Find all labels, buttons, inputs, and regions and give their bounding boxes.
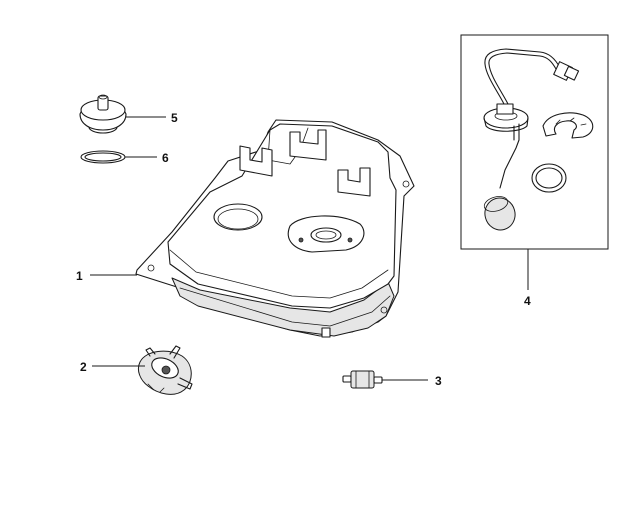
callout-2: 2 [80,360,87,374]
fuel-level-sender-icon [483,48,594,231]
fuel-tank-icon [135,119,415,338]
callout-5: 5 [171,111,178,125]
leader-lines [90,116,529,381]
callout-3: 3 [435,374,442,388]
cap-gasket-icon [80,150,126,164]
fuel-cock-icon [137,345,193,395]
inline-fuel-filter-icon [342,370,383,389]
sender-assembly-box [460,34,609,250]
callout-4: 4 [524,294,531,308]
callout-6: 6 [162,151,169,165]
fuel-cap-icon [79,94,127,134]
callout-1: 1 [76,269,83,283]
callout-labels: 1 2 3 4 5 6 [76,111,531,388]
